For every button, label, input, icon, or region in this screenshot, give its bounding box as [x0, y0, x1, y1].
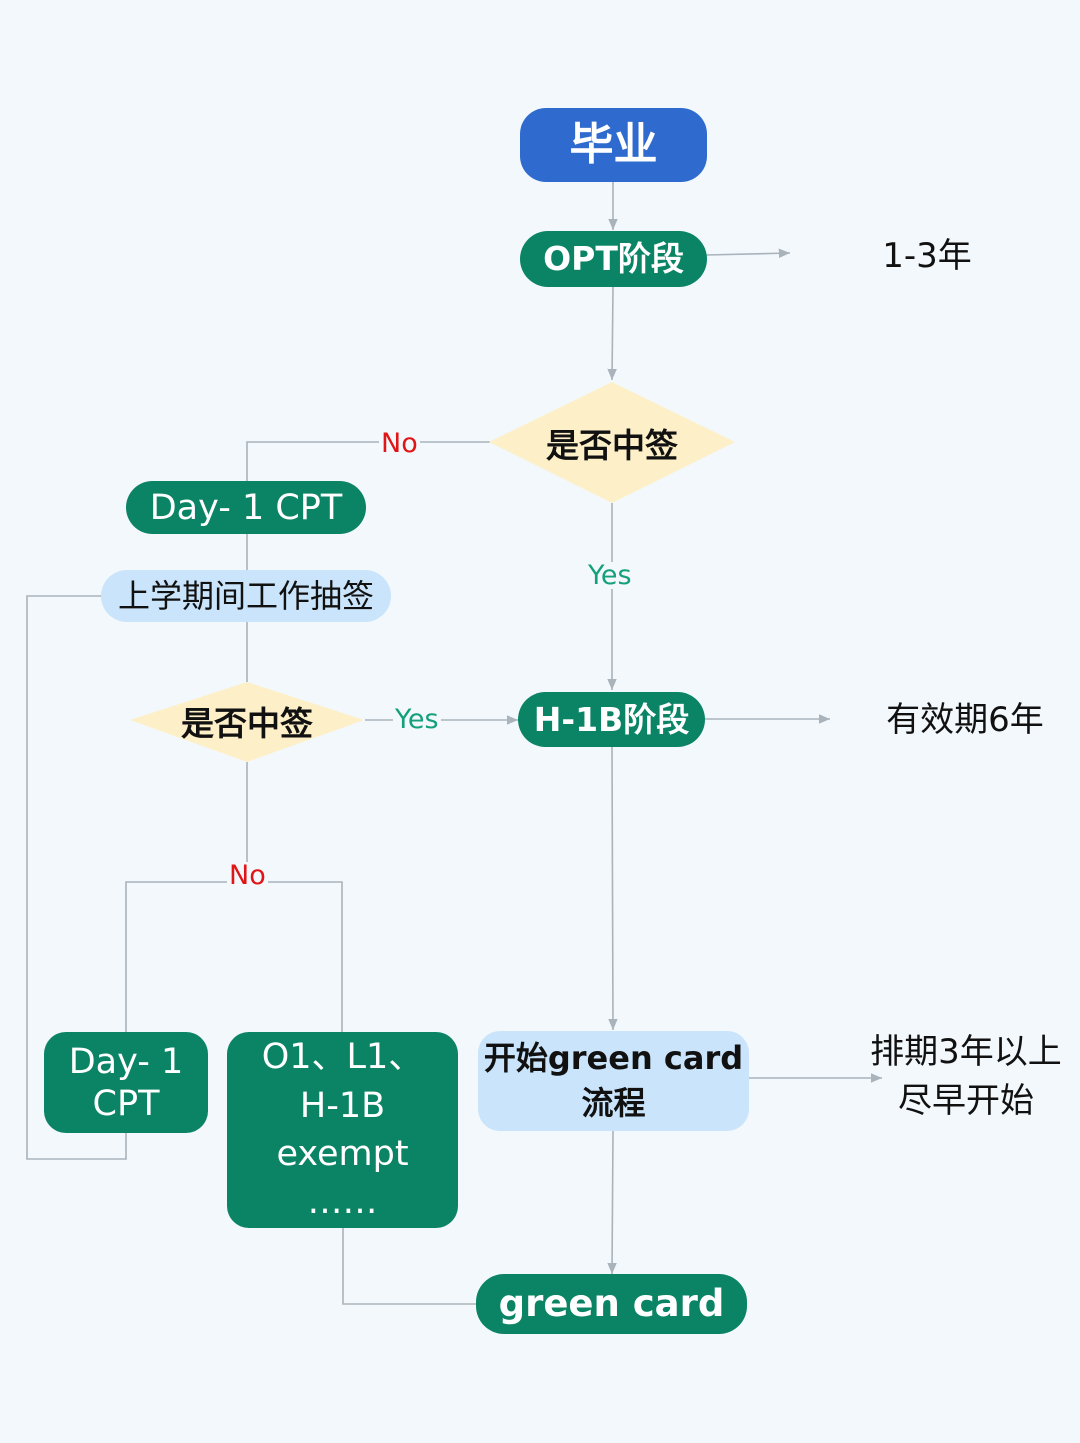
opt-duration-note: 1-3年 [882, 236, 972, 276]
day1-cpt-top-label: Day- 1 CPT [149, 487, 343, 528]
green-card-process-line1: 开始green card [483, 1039, 744, 1078]
lottery-2-yes-label: Yes [393, 704, 441, 735]
opt-stage-label: OPT阶段 [543, 239, 684, 279]
alt-visa-line4: …… [307, 1182, 378, 1223]
green-card-wait-line2: 尽早开始 [898, 1081, 1034, 1122]
green-card-wait-note: 排期3年以上 尽早开始 [862, 1028, 1070, 1127]
lottery-2-no-label: No [227, 860, 268, 891]
connector-process-greencard [607, 1129, 617, 1275]
connector-no-split [125, 881, 343, 1032]
green-card-wait-line1: 排期3年以上 [870, 1032, 1062, 1072]
day1-cpt-bottom-line2: CPT [92, 1083, 160, 1124]
h1b-stage-label: H-1B阶段 [533, 699, 690, 739]
connector-opt-lottery1 [607, 286, 617, 381]
lottery-1-yes-label: Yes [586, 560, 634, 591]
connector-lottery1-no [246, 441, 490, 481]
lottery-2-label: 是否中签 [181, 704, 313, 743]
alt-visa-node: O1、L1、 H-1B exempt …… [227, 1032, 458, 1228]
alt-visa-line2: H-1B [299, 1085, 386, 1126]
green-card-process-node: 开始green card 流程 [478, 1031, 749, 1131]
green-card-label: green card [498, 1281, 725, 1325]
h1b-stage-node: H-1B阶段 [518, 692, 705, 747]
connector-h1b-greencardprocess [608, 745, 618, 1031]
h1b-validity-note: 有效期6年 [886, 700, 1044, 740]
decision-diamond-1 [489, 382, 735, 503]
alt-visa-line1: O1、L1、 [261, 1037, 424, 1078]
day1-cpt-bottom-node: Day- 1 CPT [44, 1032, 208, 1133]
day1-cpt-bottom-line1: Day- 1 [68, 1041, 184, 1082]
study-work-lottery-label: 上学期间工作抽签 [117, 576, 374, 615]
green-card-node: green card [476, 1274, 747, 1334]
graduation-label: 毕业 [569, 118, 658, 170]
graduation-node: 毕业 [520, 108, 707, 182]
day1-cpt-top-node: Day- 1 CPT [126, 481, 366, 534]
lottery-1-no-label: No [379, 428, 420, 459]
study-work-lottery-node: 上学期间工作抽签 [101, 570, 391, 622]
green-card-process-line2: 流程 [581, 1084, 646, 1122]
lottery-1-label: 是否中签 [546, 426, 678, 465]
connector-altvisa-greencard [342, 1227, 478, 1305]
connector-opt-duration [705, 248, 791, 259]
connector-loopback [26, 595, 127, 1160]
decision-diamond-2 [130, 682, 364, 762]
opt-stage-node: OPT阶段 [520, 231, 707, 287]
alt-visa-line3: exempt [276, 1134, 409, 1174]
